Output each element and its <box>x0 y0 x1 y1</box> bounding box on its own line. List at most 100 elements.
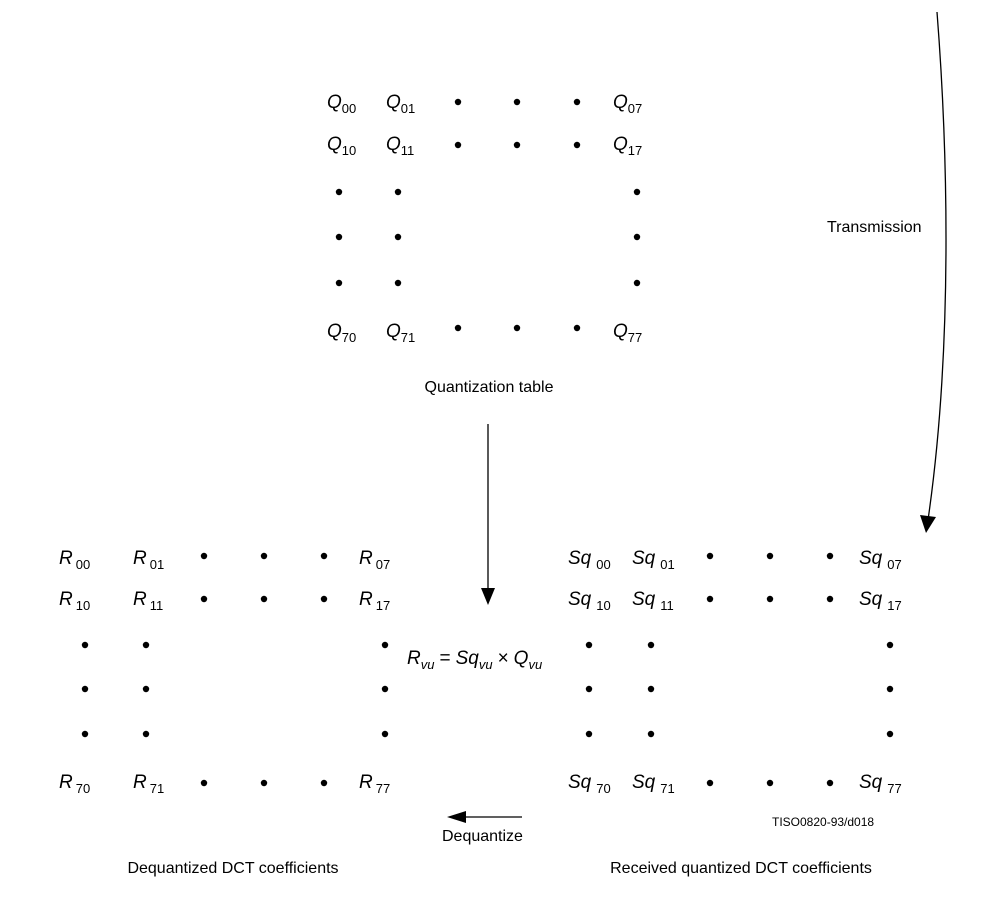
dequantized-matrix-ellipsis-dot <box>200 595 208 603</box>
figure-reference: TISO0820-93/d018 <box>772 815 874 829</box>
received-matrix-ellipsis-dot <box>766 595 774 603</box>
received-coefficients-caption: Received quantized DCT coefficients <box>610 860 872 877</box>
quantization-matrix-entry-q70: Q70 <box>327 321 356 345</box>
received-matrix-ellipsis-dot <box>706 779 714 787</box>
received-matrix-ellipsis-dot <box>706 595 714 603</box>
quantization-matrix-ellipsis-dot <box>394 188 402 196</box>
equation-times: × <box>498 648 509 669</box>
received-matrix-ellipsis-dot <box>585 685 593 693</box>
quantization-matrix-ellipsis-dot <box>335 279 343 287</box>
quantization-matrix-ellipsis-dot <box>513 141 521 149</box>
received-matrix-ellipsis-dot <box>647 685 655 693</box>
quantization-matrix-ellipsis-dot <box>454 98 462 106</box>
dequantized-matrix-ellipsis-dot <box>381 641 389 649</box>
equation-term2: Q <box>514 648 529 669</box>
dequantized-matrix-ellipsis-dot <box>142 685 150 693</box>
quantization-matrix-ellipsis-dot <box>335 188 343 196</box>
dequantized-matrix-ellipsis-dot <box>142 730 150 738</box>
quantization-matrix-entry-q11: Q11 <box>386 134 414 158</box>
quantization-table-caption: Quantization table <box>425 379 554 396</box>
dequantized-matrix-ellipsis-dot <box>81 641 89 649</box>
received-matrix-ellipsis-dot <box>886 641 894 649</box>
quantization-matrix-entry-q17: Q17 <box>613 134 642 158</box>
equation-equals: = <box>439 648 450 669</box>
equation-term1: Sq <box>456 648 480 669</box>
received-matrix-ellipsis-dot <box>886 730 894 738</box>
dequantized-matrix-ellipsis-dot <box>81 730 89 738</box>
received-matrix-ellipsis-dot <box>647 641 655 649</box>
dequantized-matrix-ellipsis-dot <box>320 779 328 787</box>
equation-lhs: R <box>407 648 421 669</box>
received-matrix-ellipsis-dot <box>886 685 894 693</box>
transmission-arrow <box>920 11 947 533</box>
received-matrix-ellipsis-dot <box>826 779 834 787</box>
received-matrix-ellipsis-dot <box>585 641 593 649</box>
quantization-matrix-entry-q10: Q10 <box>327 134 356 158</box>
received-matrix-ellipsis-dot <box>647 730 655 738</box>
quantization-down-arrow <box>481 424 495 605</box>
quantization-matrix-ellipsis-dot <box>513 98 521 106</box>
dequantized-matrix-ellipsis-dot <box>381 730 389 738</box>
quantization-matrix-ellipsis-dot <box>335 233 343 241</box>
quantization-matrix-ellipsis-dot <box>454 324 462 332</box>
quantization-matrix-entry-q01: Q01 <box>386 92 415 116</box>
dequantize-label: Dequantize <box>442 828 523 845</box>
dequantized-matrix-ellipsis-dot <box>381 685 389 693</box>
received-matrix-ellipsis-dot <box>826 552 834 560</box>
dequantized-matrix-ellipsis-dot <box>200 552 208 560</box>
quantization-matrix-ellipsis-dot <box>633 188 641 196</box>
dequantized-matrix-ellipsis-dot <box>320 552 328 560</box>
equation-term1-sub: vu <box>479 657 493 672</box>
quantization-matrix-entry-q71: Q71 <box>386 321 415 345</box>
equation-term2-sub: vu <box>528 657 542 672</box>
quantization-matrix-ellipsis-dot <box>513 324 521 332</box>
quantization-matrix-ellipsis-dot <box>633 279 641 287</box>
dequantized-matrix-ellipsis-dot <box>260 552 268 560</box>
dequantized-coefficients-caption: Dequantized DCT coefficients <box>127 860 338 877</box>
dequantize-left-arrow <box>447 811 522 823</box>
dequantized-matrix-ellipsis-dot <box>142 641 150 649</box>
quantization-matrix-ellipsis-dot <box>394 233 402 241</box>
quantization-matrix-ellipsis-dot <box>573 141 581 149</box>
quantization-matrix-entry-q07: Q07 <box>613 92 642 116</box>
quantization-matrix-ellipsis-dot <box>573 98 581 106</box>
quantization-matrix-ellipsis-dot <box>573 324 581 332</box>
received-matrix-ellipsis-dot <box>826 595 834 603</box>
quantization-matrix-ellipsis-dot <box>454 141 462 149</box>
dequantized-matrix-ellipsis-dot <box>260 595 268 603</box>
transmission-label: Transmission <box>827 219 922 236</box>
received-matrix-ellipsis-dot <box>766 779 774 787</box>
received-matrix-ellipsis-dot <box>766 552 774 560</box>
dequantized-matrix-ellipsis-dot <box>200 779 208 787</box>
quantization-matrix-ellipsis-dot <box>633 233 641 241</box>
received-matrix-ellipsis-dot <box>706 552 714 560</box>
dequantized-matrix-ellipsis-dot <box>320 595 328 603</box>
quantization-matrix-entry-q00: Q00 <box>327 92 356 116</box>
quantization-matrix-ellipsis-dot <box>394 279 402 287</box>
dequantized-matrix-ellipsis-dot <box>81 685 89 693</box>
dequantization-equation: Rvu=Sqvu×Qvu <box>407 648 542 672</box>
equation-lhs-sub: vu <box>421 657 435 672</box>
